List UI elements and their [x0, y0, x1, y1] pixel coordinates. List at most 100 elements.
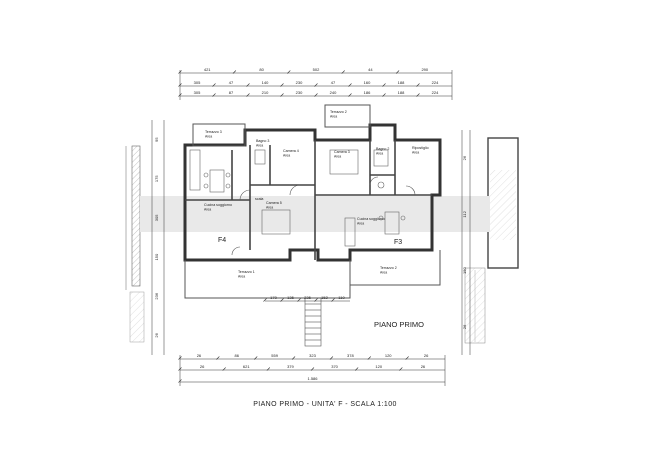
- dimension-value: 305: [154, 214, 159, 221]
- sheet-title: PIANO PRIMO - UNITA' F - SCALA 1:100: [253, 401, 397, 408]
- room-area-label: Area: [204, 208, 211, 212]
- stair: [304, 297, 322, 347]
- dimension-tick: [314, 83, 318, 87]
- dimension-tick: [222, 367, 226, 371]
- dimension-value: 188: [398, 90, 405, 95]
- room-area-label: Area: [330, 115, 337, 119]
- dimension-value: 152: [321, 295, 328, 300]
- room-name: Bagno 3: [256, 139, 269, 143]
- dimension-tick: [395, 70, 400, 74]
- dimension-value: 235: [304, 295, 311, 300]
- doors: [231, 176, 416, 256]
- exterior-walls: [183, 123, 442, 262]
- room-area-label: Area: [357, 222, 364, 226]
- room-name: Cucina soggiorno: [357, 217, 385, 221]
- dimension-row-bottom-3: 1.586: [178, 376, 318, 383]
- dimension-tick: [382, 93, 386, 97]
- interior-walls: [185, 140, 432, 260]
- room-area-label: Area: [205, 135, 212, 139]
- room-name: Terrazzo 1: [238, 270, 255, 274]
- room-name: scala: [255, 197, 263, 201]
- dimension-value: 26: [421, 364, 426, 369]
- terraces: [184, 104, 441, 299]
- adjacent-building-left: [125, 145, 145, 343]
- unit-label-left: F4: [218, 237, 226, 244]
- room-area-label: Area: [412, 151, 419, 155]
- dimension-tick: [263, 298, 267, 302]
- dimension-value: 110: [338, 295, 345, 300]
- dimension-tick: [348, 93, 352, 97]
- dimension-lines-top: [179, 70, 453, 100]
- dimension-value: 290: [421, 67, 428, 72]
- dimension-value: 170: [270, 295, 277, 300]
- dimension-value: 240: [330, 90, 337, 95]
- dimension-tick: [266, 367, 271, 371]
- dimension-tick: [178, 367, 182, 371]
- dimension-value: 44: [368, 67, 373, 72]
- dimension-value: 87: [229, 90, 234, 95]
- room-name: Bagno 2: [376, 147, 389, 151]
- dimension-value: 378: [347, 353, 354, 358]
- dimension-tick: [280, 93, 284, 97]
- room-name: Terrazzo 3: [205, 130, 222, 134]
- room-area-label: Area: [380, 271, 387, 275]
- floor-label: PIANO PRIMO: [374, 320, 425, 329]
- dimension-value: 236: [154, 292, 159, 299]
- furniture: [189, 149, 406, 247]
- dimension-value: 421: [204, 67, 211, 72]
- dimension-lines-bottom: [179, 355, 446, 386]
- dimension-value: 188: [398, 80, 405, 85]
- dimension-value: 210: [262, 90, 269, 95]
- dimension-tick: [287, 70, 291, 74]
- dimension-value: 230: [296, 80, 303, 85]
- dimension-tick: [297, 298, 301, 302]
- room-area-label: Area: [334, 155, 341, 159]
- dimension-tick: [382, 83, 386, 87]
- dimension-tick: [254, 356, 258, 360]
- dimension-row-mid: 170 135 235 152 110: [263, 295, 345, 302]
- dimension-value: 323: [309, 353, 316, 358]
- dimension-tick: [178, 379, 182, 383]
- dimension-tick: [246, 93, 250, 97]
- room-name: Camera 3: [334, 150, 350, 154]
- unit-label-right: F3: [394, 239, 402, 246]
- dimension-value: 150: [462, 267, 467, 274]
- dimension-value: 95: [154, 137, 159, 142]
- dimension-value: 26: [462, 155, 467, 160]
- dimension-col-left: 95 175 305 150 236 26: [154, 137, 159, 338]
- dimension-value: 80: [259, 67, 264, 72]
- dimension-value: 502: [313, 67, 320, 72]
- dimension-value: 120: [385, 353, 392, 358]
- dimension-tick: [178, 83, 182, 87]
- adjacent-building-right: [464, 137, 519, 344]
- dimension-tick: [405, 356, 409, 360]
- dimension-value: 26: [154, 332, 159, 337]
- room-name: Cucina soggiorno: [204, 203, 232, 207]
- room-name: Camera 4: [283, 149, 299, 153]
- dimension-value: 175: [154, 175, 159, 182]
- dimension-tick: [246, 83, 250, 87]
- dimension-tick: [178, 93, 182, 97]
- dimension-value: 135: [287, 295, 294, 300]
- dimension-lines-side: [151, 120, 471, 355]
- room-area-label: Area: [376, 152, 383, 156]
- dimension-tick: [232, 70, 237, 74]
- dimension-value: 26: [197, 353, 202, 358]
- dimension-tick: [314, 298, 318, 302]
- room-name: Terrazzo 2: [380, 266, 397, 270]
- dimension-value: 120: [375, 364, 382, 369]
- dimension-value: 1.586: [307, 376, 318, 381]
- dimension-tick: [280, 83, 284, 87]
- dimension-value: 224: [432, 90, 439, 95]
- dimension-tick: [331, 298, 335, 302]
- dimension-value: 150: [154, 253, 159, 260]
- room-area-label: Area: [238, 275, 245, 279]
- dimension-row-top-1: 421 80 502 44 290: [178, 67, 429, 74]
- dimension-tick: [280, 298, 284, 302]
- dimension-value: 379: [287, 364, 294, 369]
- dimension-value: 47: [229, 80, 234, 85]
